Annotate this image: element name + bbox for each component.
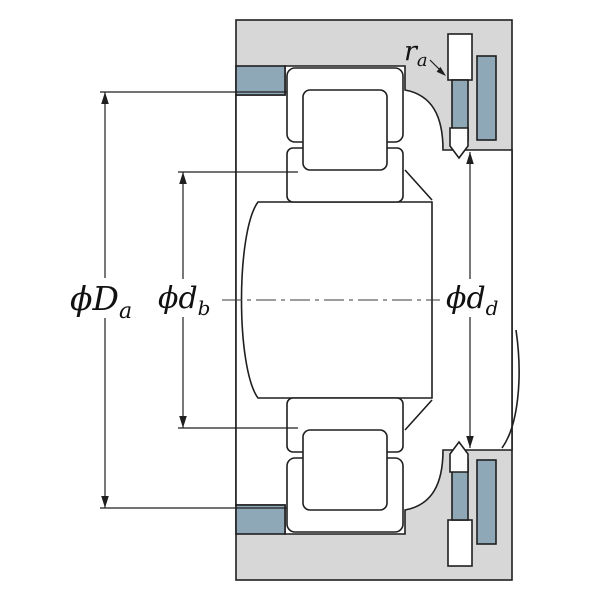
label-db: ϕdb (158, 281, 210, 320)
roller-bottom (302, 429, 388, 511)
retainer-outer-bottom (476, 459, 497, 545)
label-bg-dd (440, 279, 508, 317)
arrow-dd-bottom (466, 436, 474, 448)
flange-chamfer-bottom (404, 399, 433, 431)
label-bg-Da (64, 278, 146, 318)
locating-pin-top (449, 127, 469, 160)
label-bg-db (152, 279, 218, 317)
arrow-db-top (179, 172, 187, 184)
ra-groove-bottom (447, 519, 473, 567)
arrow-Da-bottom (101, 496, 109, 508)
arrow-ra (436, 66, 446, 76)
ra-groove-top (447, 33, 473, 81)
arrow-Da-top (101, 92, 109, 104)
label-ra: ra (404, 36, 428, 71)
flange-chamfer-top (404, 169, 433, 201)
spacer-ring-bottom (235, 504, 286, 535)
retainer-outer-top (476, 55, 497, 141)
arrow-dd-top (466, 152, 474, 164)
locating-pin-bottom (449, 440, 469, 473)
spacer-ring-top (235, 65, 286, 96)
shaft-end-arc (501, 329, 520, 449)
label-Da: ϕDa (70, 279, 132, 324)
arrow-db-bottom (179, 416, 187, 428)
label-dd: ϕdd (446, 281, 498, 320)
roller-top (302, 89, 388, 171)
